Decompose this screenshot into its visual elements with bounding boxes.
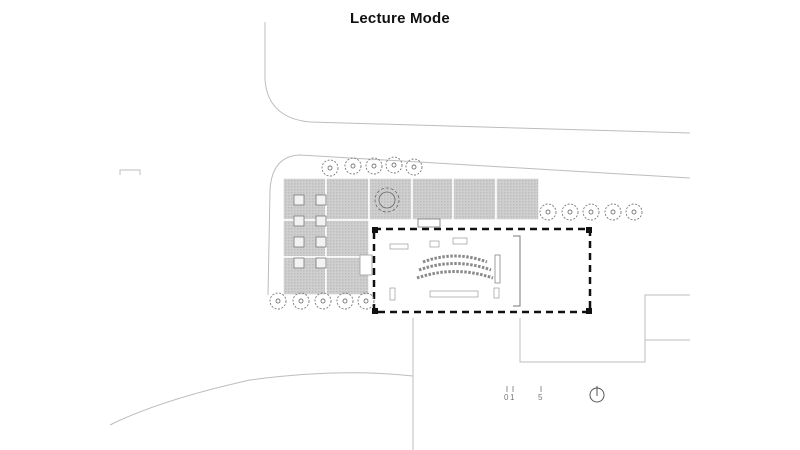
tree-icon bbox=[269, 292, 287, 310]
tree-icon bbox=[539, 203, 557, 221]
tree-icon bbox=[405, 158, 423, 176]
side-entrance bbox=[359, 254, 373, 276]
tree-icon bbox=[385, 156, 403, 174]
trees bbox=[269, 156, 643, 310]
tree-icon bbox=[561, 203, 579, 221]
structural-columns bbox=[372, 227, 592, 314]
tree-icon bbox=[357, 292, 375, 310]
bench-left bbox=[389, 243, 409, 250]
plan-title: Lecture Mode bbox=[350, 10, 450, 27]
service-yard bbox=[519, 294, 690, 363]
site-context-lines bbox=[109, 22, 691, 450]
screen-panel bbox=[494, 254, 501, 284]
round-table-cluster bbox=[374, 187, 400, 213]
tree-icon bbox=[344, 157, 362, 175]
bench-front bbox=[429, 290, 479, 298]
lecture-hall-building bbox=[372, 227, 592, 314]
tree-icon bbox=[604, 203, 622, 221]
tree-icon bbox=[336, 292, 354, 310]
scale-bar bbox=[506, 386, 542, 392]
scale-label-1: 1 bbox=[510, 393, 515, 402]
bench-rear-left bbox=[389, 287, 396, 301]
tree-icon bbox=[292, 292, 310, 310]
tree-icon bbox=[314, 292, 332, 310]
front-table bbox=[452, 237, 468, 245]
entrance-canopy bbox=[417, 218, 441, 228]
north-arrow-icon bbox=[589, 386, 605, 403]
road-edge-north bbox=[264, 22, 691, 134]
lecture-seating bbox=[389, 237, 500, 301]
road-edge-south bbox=[109, 372, 414, 426]
terrace-tables bbox=[293, 194, 327, 269]
seating-rows bbox=[416, 254, 494, 280]
stage-partition bbox=[513, 235, 521, 307]
scale-label-5: 5 bbox=[538, 393, 543, 402]
tree-icon bbox=[321, 159, 339, 177]
tree-icon bbox=[365, 157, 383, 175]
tree-icon bbox=[625, 203, 643, 221]
scale-label-0: 0 bbox=[504, 393, 509, 402]
bench-rear-right bbox=[493, 287, 500, 299]
plaza-edge bbox=[267, 154, 691, 296]
site-boundary bbox=[119, 169, 141, 175]
lectern bbox=[429, 240, 440, 248]
tree-icon bbox=[582, 203, 600, 221]
